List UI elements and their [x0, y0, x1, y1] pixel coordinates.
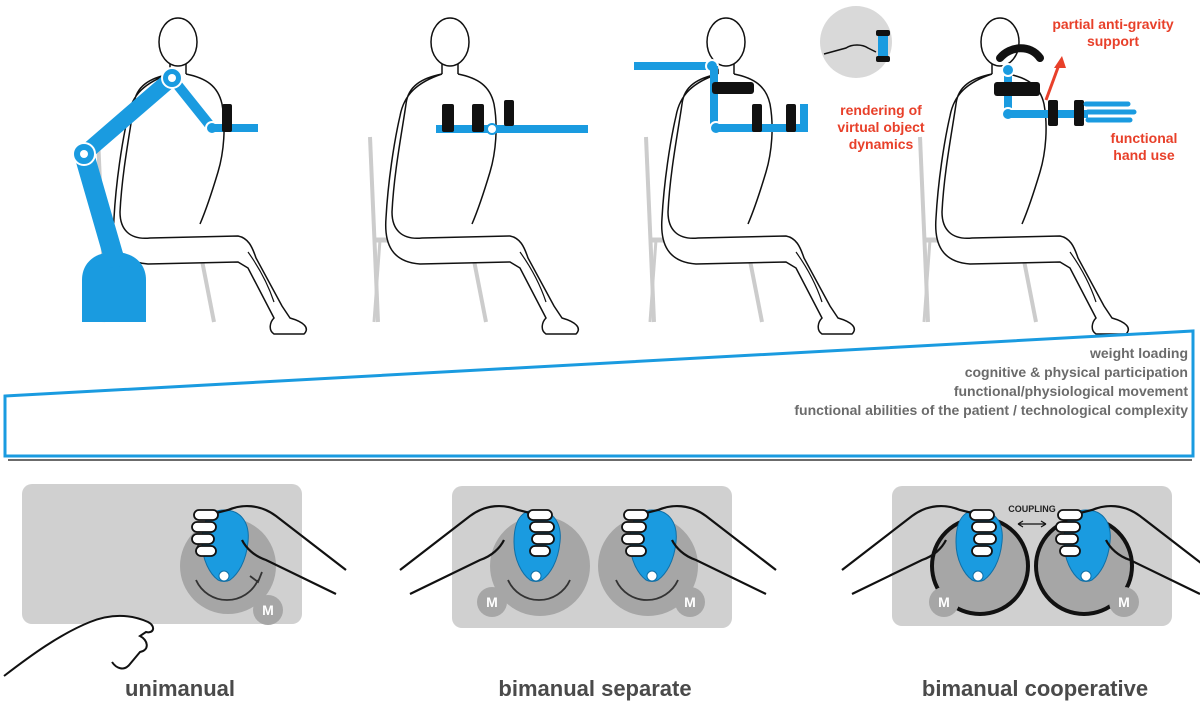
panel-bimanual-cooperative: COUPLING — [842, 486, 1200, 626]
progression-wedge — [3, 329, 1195, 458]
panel-wearable-exoskeleton — [920, 17, 1137, 335]
coupling-label: COUPLING — [1008, 504, 1056, 514]
end-effector-robot-icon — [72, 67, 258, 322]
panel-end-effector-robot — [72, 17, 308, 335]
label-bimanual-cooperative: bimanual cooperative — [921, 676, 1149, 701]
label-unimanual: unimanual — [124, 676, 235, 701]
wearable-exoskeleton-icon — [994, 44, 1137, 126]
annotation-anti-gravity: partial anti-gravity support — [1052, 16, 1174, 49]
progression-line-4: functional abilities of the patient / te… — [794, 402, 1188, 418]
motor-icon — [1109, 587, 1139, 617]
resting-hand-icon — [3, 615, 154, 677]
coupling-arrow-icon — [1017, 520, 1047, 528]
exoskeleton-icon — [634, 59, 808, 135]
progression-line-1: weight loading — [1090, 345, 1188, 361]
panel-exoskeleton-haptic — [634, 6, 892, 335]
label-bimanual-separate: bimanual separate — [498, 676, 692, 701]
annotation-hand-use: functional hand use — [1110, 130, 1178, 163]
panel-bimanual-separate — [400, 486, 778, 628]
arm-support-icon — [436, 100, 588, 135]
annotation-virtual-object: rendering of virtual object dynamics — [837, 102, 925, 152]
motor-icon — [675, 587, 705, 617]
seated-person-icon — [934, 17, 1130, 335]
progression-line-2: cognitive & physical participation — [964, 364, 1188, 380]
progression-line-3: functional/physiological movement — [953, 383, 1188, 399]
motor-icon — [929, 587, 959, 617]
seated-person-icon — [384, 17, 580, 335]
motor-icon — [253, 595, 283, 625]
panel-unimanual — [3, 484, 348, 677]
motor-icon — [477, 587, 507, 617]
panel-passive-support — [370, 17, 588, 335]
virtual-object-inset — [820, 6, 892, 78]
